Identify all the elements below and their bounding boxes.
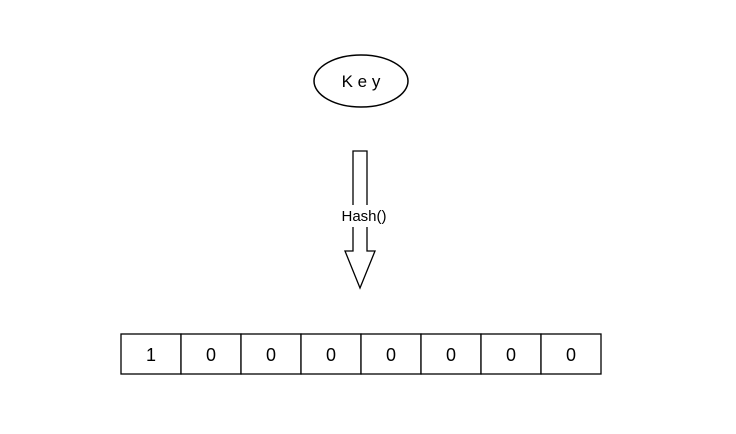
bit-cell-box — [180, 333, 242, 375]
bit-cell: 0 — [360, 333, 422, 375]
bit-cell-value: 0 — [386, 345, 396, 365]
bit-cell-value: 0 — [326, 345, 336, 365]
key-node: K e y — [313, 54, 409, 108]
bit-cell-box — [240, 333, 302, 375]
bit-cell: 0 — [480, 333, 542, 375]
bit-cell-box — [540, 333, 602, 375]
key-label: K e y — [342, 72, 381, 91]
bit-cell-box — [360, 333, 422, 375]
bit-cell-value: 0 — [206, 345, 216, 365]
bit-cell-value: 0 — [266, 345, 276, 365]
bit-cell: 1 — [120, 333, 182, 375]
bit-cell-value: 1 — [146, 345, 156, 365]
bit-cell: 0 — [180, 333, 242, 375]
bit-cell-box — [480, 333, 542, 375]
bit-cell: 0 — [540, 333, 602, 375]
bit-cell-value: 0 — [506, 345, 516, 365]
bit-cell-box — [420, 333, 482, 375]
bit-cell: 0 — [240, 333, 302, 375]
hash-label: Hash() — [341, 208, 386, 225]
bit-cell-value: 0 — [566, 345, 576, 365]
bit-array: 1 0 0 0 0 0 0 0 — [120, 333, 602, 375]
hash-arrow: Hash() — [333, 150, 395, 290]
hash-label-background — [333, 205, 395, 227]
bit-cell: 0 — [300, 333, 362, 375]
key-ellipse — [313, 54, 409, 108]
bit-cell-value: 0 — [446, 345, 456, 365]
bit-cell: 0 — [420, 333, 482, 375]
